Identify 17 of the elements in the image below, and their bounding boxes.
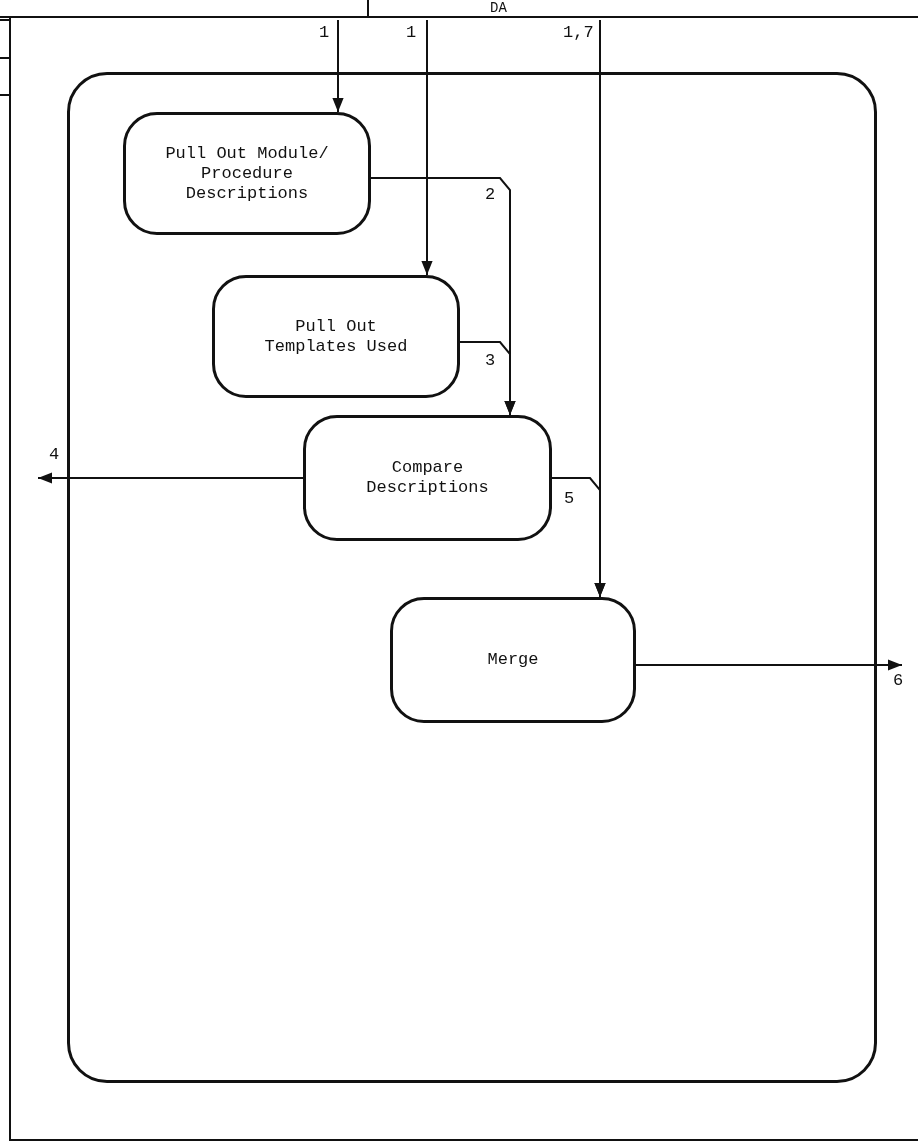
process-box <box>212 275 460 398</box>
edge-label: 1,7 <box>562 24 595 42</box>
box-label: Merge <box>487 650 539 670</box>
arrow <box>594 19 606 598</box>
arrow <box>421 19 433 276</box>
box-label: Compare Descriptions <box>365 458 490 498</box>
arrow <box>37 472 304 484</box>
process-box <box>123 112 371 235</box>
process-box <box>390 597 636 723</box>
process-box <box>303 415 552 541</box>
box-label: Pull Out Templates Used <box>263 316 409 357</box>
arrow <box>459 341 516 416</box>
heading-fragment: DA <box>490 1 507 15</box>
arrow <box>635 659 903 671</box>
box-label: Pull Out Module/ Procedure Descriptions <box>164 143 330 204</box>
enclosing-box <box>67 72 877 1083</box>
arrow <box>332 19 344 113</box>
